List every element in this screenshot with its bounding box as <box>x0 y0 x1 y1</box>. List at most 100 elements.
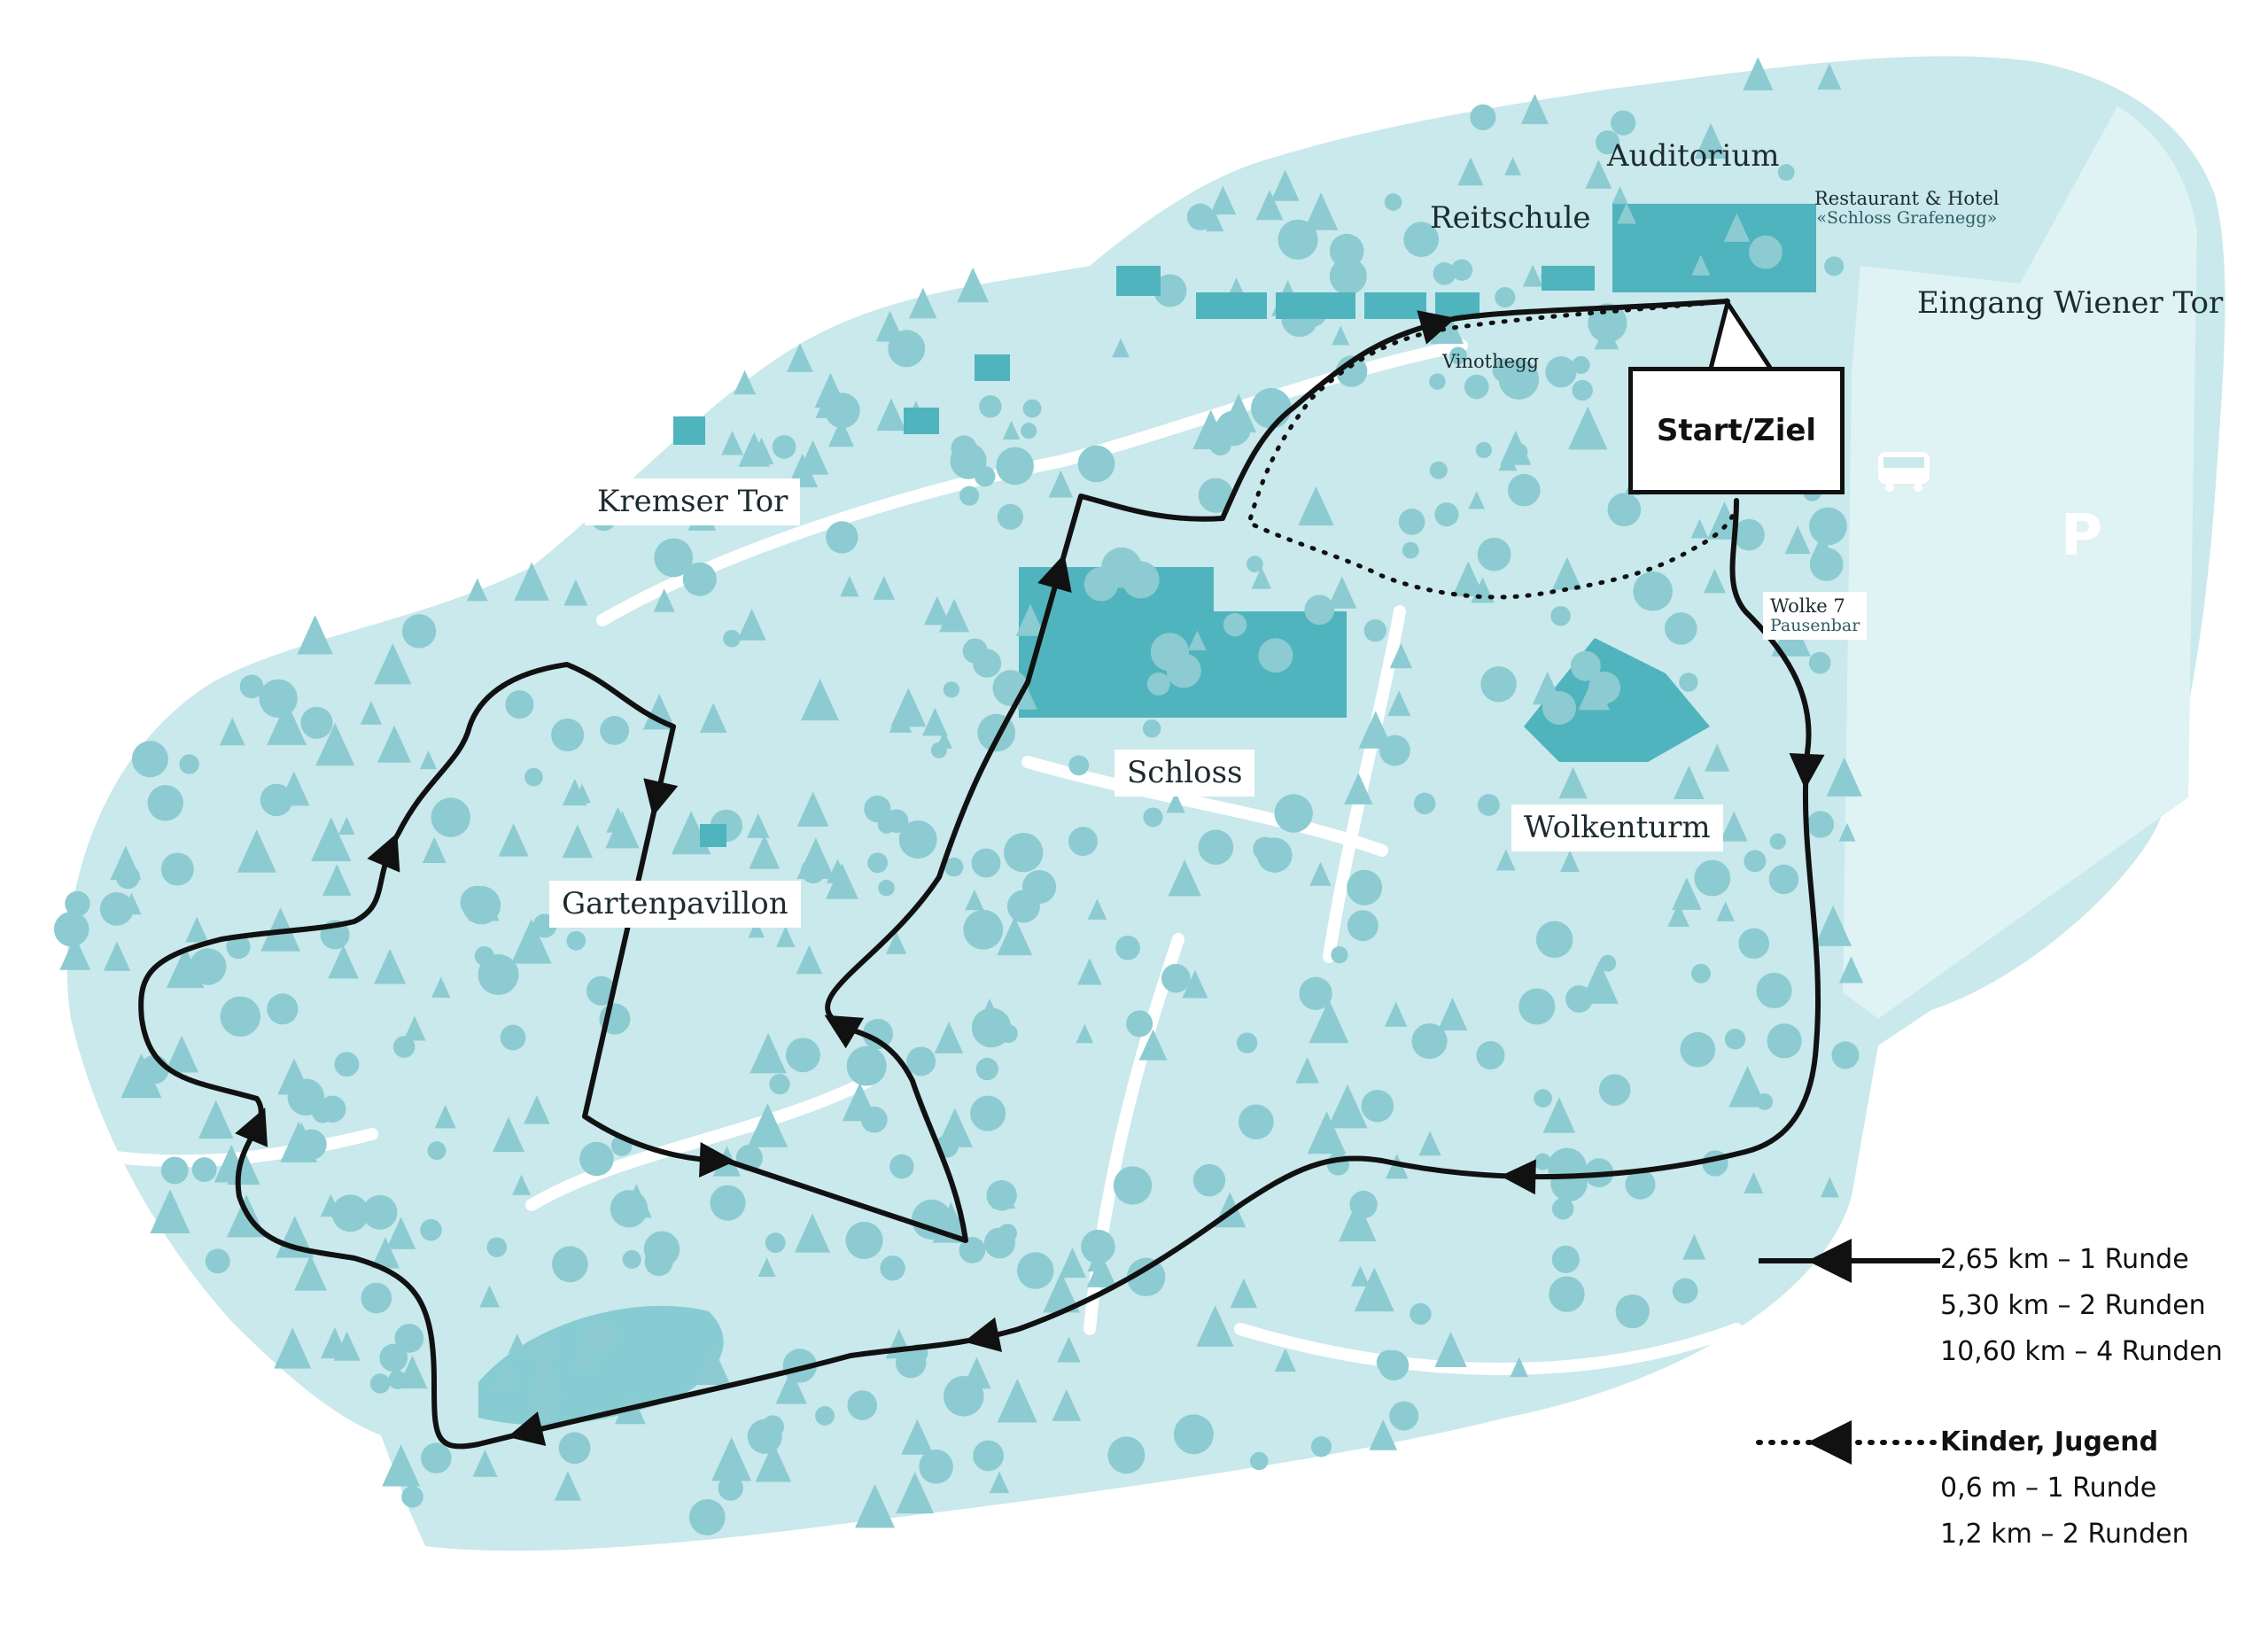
restaurant-line2: «Schloss Grafenegg» <box>1816 208 1998 229</box>
tree-icon <box>360 701 383 725</box>
tree-icon <box>1413 792 1436 815</box>
tree-icon <box>1299 976 1332 1010</box>
tree-icon <box>586 976 617 1006</box>
tree-icon <box>1615 1294 1650 1329</box>
label-wolke7: Wolke 7 Pausenbar <box>1763 592 1868 640</box>
tree-icon <box>1081 1229 1115 1264</box>
tree-icon <box>971 1007 1012 1048</box>
tree-icon <box>1209 185 1237 215</box>
tree-icon <box>99 891 134 926</box>
tree-icon <box>1059 1248 1087 1279</box>
tree-icon <box>1168 859 1201 897</box>
tree-icon <box>1542 691 1577 725</box>
tree-icon <box>361 1282 392 1314</box>
bus-icon <box>1878 452 1930 492</box>
tree-icon <box>1738 928 1770 960</box>
tree-icon <box>1387 690 1411 717</box>
tree-icon <box>150 1189 190 1233</box>
tree-icon <box>930 742 947 758</box>
tree-icon <box>392 1036 416 1058</box>
tree-icon <box>294 1255 327 1291</box>
tree-icon <box>1236 1032 1258 1053</box>
legend-kids-2: 1,2 km – 2 Runden <box>1940 1519 2189 1550</box>
tree-icon <box>862 1018 893 1050</box>
legend-kids-title: Kinder, Jugend <box>1940 1426 2159 1458</box>
tree-icon <box>219 717 245 746</box>
tree-icon <box>239 674 264 699</box>
tree-icon <box>860 1106 888 1133</box>
tree-icon <box>1565 985 1593 1013</box>
tree-icon <box>277 1058 311 1095</box>
tree-icon <box>796 791 829 827</box>
tree-icon <box>226 935 251 960</box>
tree-icon <box>1672 877 1702 910</box>
tree-icon <box>1672 1278 1698 1304</box>
tree-icon <box>1192 409 1229 450</box>
tree-icon <box>1599 954 1617 972</box>
tree-icon <box>1434 1332 1467 1368</box>
tree-icon <box>847 1390 878 1420</box>
tree-icon <box>131 741 168 778</box>
tree-icon <box>878 879 895 897</box>
building-icon <box>673 416 705 445</box>
tree-icon <box>1077 958 1102 985</box>
tree-icon <box>1596 130 1620 155</box>
tree-icon <box>115 865 140 890</box>
tree-icon <box>1588 672 1621 704</box>
tree-icon <box>1196 1305 1234 1347</box>
tree-icon <box>1723 213 1751 242</box>
tree-icon <box>1607 493 1642 527</box>
tree-icon <box>934 1022 964 1053</box>
tree-icon <box>1633 571 1673 611</box>
tree-icon <box>711 1437 752 1481</box>
tree-icon <box>1504 157 1522 175</box>
tree-icon <box>374 948 407 984</box>
tree-icon <box>1161 963 1191 993</box>
tree-icon <box>975 1057 998 1081</box>
entrance-plaza <box>1843 106 2197 1019</box>
tree-icon <box>338 816 355 835</box>
tree-icon <box>1278 219 1318 260</box>
tree-icon <box>1303 192 1339 230</box>
tree-icon <box>1358 711 1393 749</box>
tree-icon <box>747 1102 788 1147</box>
tree-icon <box>890 688 927 727</box>
tree-icon <box>1784 525 1811 555</box>
legend-kids-route-symbol <box>1756 1420 1943 1465</box>
tree-icon <box>1230 1278 1257 1309</box>
tree-icon <box>1113 1166 1153 1205</box>
tree-icon <box>571 1339 601 1372</box>
tree-icon <box>462 886 501 925</box>
label-kremser-tor: Kremser Tor <box>585 478 801 525</box>
direction-arrow-icon <box>367 833 400 873</box>
tree-icon <box>1824 256 1845 276</box>
tree-icon <box>1331 946 1348 964</box>
tree-icon <box>989 1471 1010 1494</box>
tree-icon <box>198 1100 234 1139</box>
tree-icon <box>1720 811 1748 842</box>
tree-icon <box>1690 963 1711 983</box>
tree-icon <box>1410 1302 1432 1325</box>
tree-icon <box>776 926 796 947</box>
tree-icon <box>1198 829 1234 866</box>
tree-icon <box>1733 518 1765 551</box>
tree-icon <box>1507 473 1541 507</box>
tree-icon <box>312 1101 333 1123</box>
tree-icon <box>876 398 906 431</box>
tree-icon <box>747 812 770 838</box>
tree-icon <box>815 1405 835 1426</box>
tree-icon <box>997 1378 1037 1423</box>
tree-icon <box>979 395 1002 418</box>
tree-icon <box>1550 605 1571 626</box>
tree-icon <box>867 852 889 874</box>
tree-icon <box>374 642 412 685</box>
tree-icon <box>401 614 437 649</box>
tree-icon <box>880 1255 905 1281</box>
tree-icon <box>1369 1419 1398 1450</box>
tree-icon <box>1326 1153 1350 1176</box>
tree-icon <box>1150 633 1190 672</box>
tree-icon <box>1572 379 1593 401</box>
label-schloss: Schloss <box>1115 750 1255 797</box>
direction-arrow-icon <box>1417 310 1456 345</box>
